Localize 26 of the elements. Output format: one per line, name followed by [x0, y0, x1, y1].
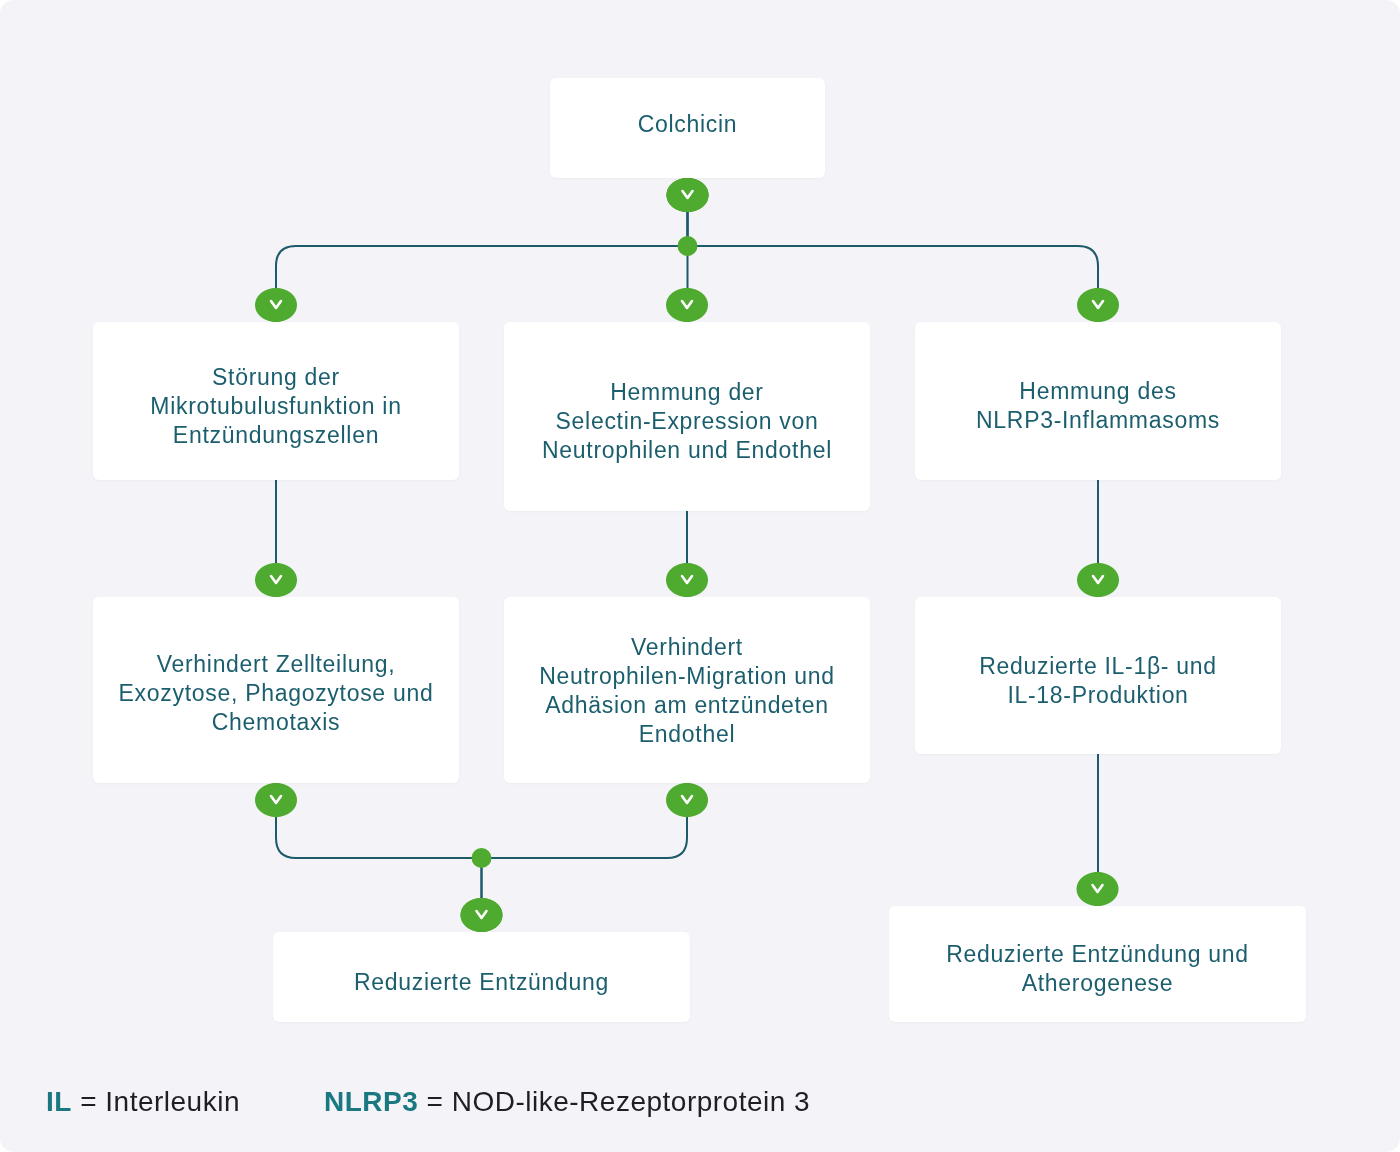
- connector-arrow: [1077, 479, 1119, 598]
- connector-arrow: [460, 782, 708, 933]
- step-box: [93, 597, 459, 783]
- step-text: Reduzierte Entzündung: [353, 967, 610, 997]
- step-text: Hemmung des NLRP3-Inflammasoms: [975, 377, 1221, 435]
- step-text: Colchicin: [637, 109, 738, 139]
- step-box: [504, 322, 870, 511]
- step-box: [889, 906, 1306, 1022]
- step-text: Reduzierte IL-1β- und IL-18-Produktion: [978, 651, 1218, 710]
- step-text: Hemmung der Selectin-Expression von Neutrophilen und Endothel: [541, 378, 833, 465]
- connector-arrow: [666, 177, 1119, 323]
- abbreviation-note: IL = Interleukin: [46, 1085, 240, 1119]
- connector-arrow: [1076, 753, 1119, 907]
- connector-arrow: [255, 479, 297, 598]
- connector-arrow: [666, 510, 708, 598]
- step-box: [273, 932, 690, 1022]
- step-text: Verhindert Neutrophilen-Migration und Adhäsion am entzündeten Endothel: [538, 633, 836, 749]
- step-text: Störung der Mikrotubulusfunktion in Entzündungszellen: [149, 362, 403, 450]
- step-text: Reduzierte Entzündung und Atherogenese: [945, 940, 1250, 998]
- abbreviation-note: NLRP3 = NOD-like-Rezeptorprotein 3: [324, 1085, 811, 1119]
- step-box: [504, 597, 870, 783]
- step-text: Verhindert Zellteilung, Exozytose, Phagozytose und Chemotaxis: [117, 649, 435, 737]
- step-box: [915, 322, 1281, 480]
- step-box: [915, 597, 1281, 754]
- step-box: [93, 322, 459, 480]
- step-box: [550, 78, 825, 178]
